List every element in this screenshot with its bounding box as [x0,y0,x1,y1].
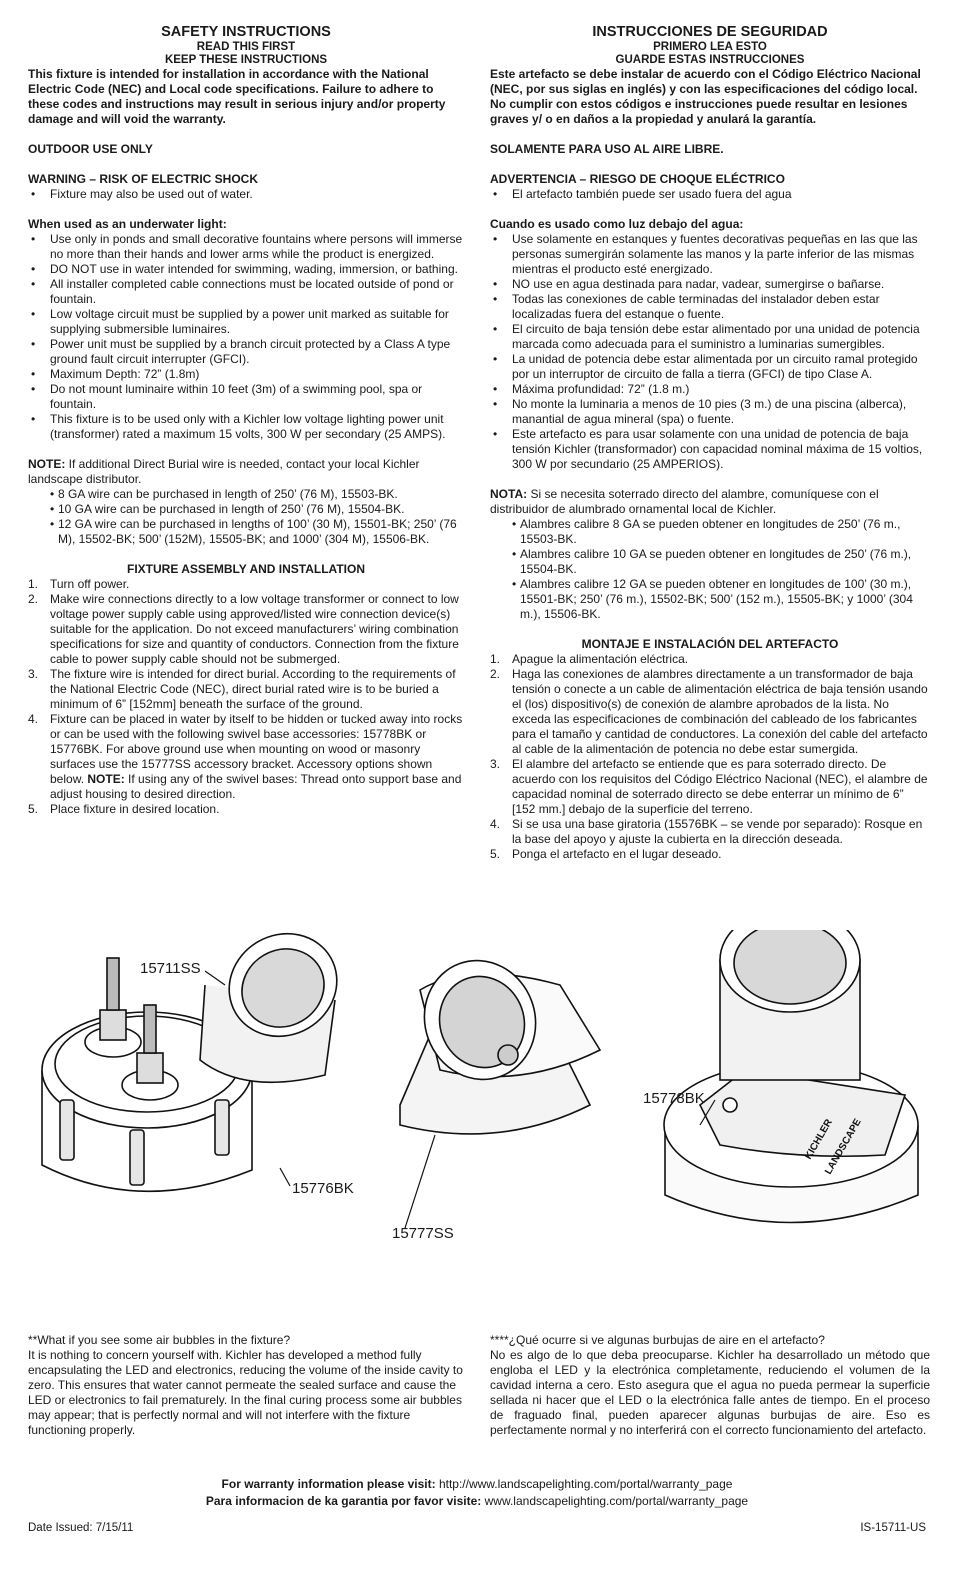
label-15776bk: 15776BK [292,1180,354,1197]
label-15778bk: 15778BK [643,1090,705,1107]
bracket-15777ss-drawing [399,959,602,1135]
intro-paragraph-es: Este artefacto se debe instalar de acuer… [490,67,921,126]
keep-instructions-es: GUARDE ESTAS INSTRUCCIONES [615,54,805,66]
list-item: 3.The fixture wire is intended for direc… [28,667,456,711]
list-item: •10 GA wire can be purchased in length o… [50,502,405,516]
warranty-label-es: Para informacion de ka garantia por favo… [205,1494,482,1508]
list-item: No monte la luminaria a menos de 10 pies… [490,397,930,427]
safety-title-es: INSTRUCCIONES DE SEGURIDAD [592,24,828,40]
list-item: Low voltage circuit must be supplied by … [28,307,464,337]
read-first: READ THIS FIRST [196,41,296,53]
warning-heading-es: ADVERTENCIA – RIESGO DE CHOQUE ELÉCTRICO [490,172,785,186]
list-item: Fixture may also be used out of water. [28,187,464,202]
warning-list-es: El artefacto también puede ser usado fue… [490,187,930,202]
list-item: Maximum Depth: 72” (1.8m) [28,367,464,382]
warning-heading: WARNING – RISK OF ELECTRIC SHOCK [28,172,259,186]
warranty-es: Para informacion de ka garantia por favo… [0,1494,954,1509]
list-item: •Alambres calibre 12 GA se pueden obtene… [512,577,913,621]
list-item: 1.Turn off power. [28,577,130,591]
list-item: Do not mount luminaire within 10 feet (3… [28,382,464,412]
document-code: IS-15711-US [860,1522,926,1534]
note-label-es: NOTA: [490,487,528,501]
assembly-steps-es: 1.Apague la alimentación eléctrica. 2.Ha… [490,652,930,862]
warranty-link-en[interactable]: http://www.landscapelighting.com/portal/… [435,1477,733,1491]
list-item: El circuito de baja tensión debe estar a… [490,322,930,352]
assembly-heading-es: MONTAJE E INSTALACIÓN DEL ARTEFACTO [581,637,839,651]
outdoor-notice: OUTDOOR USE ONLY [28,142,153,156]
warranty-link-es[interactable]: www.landscapelighting.com/portal/warrant… [481,1494,749,1508]
warranty-label-en: For warranty information please visit: [221,1477,436,1491]
read-first-es: PRIMERO LEA ESTO [653,41,767,53]
list-item: 1.Apague la alimentación eléctrica. [490,652,689,666]
assembly-heading: FIXTURE ASSEMBLY AND INSTALLATION [126,562,365,576]
underwater-list-es: Use solamente en estanques y fuentes dec… [490,232,930,472]
list-item: This fixture is to be used only with a K… [28,412,464,442]
safety-title: SAFETY INSTRUCTIONS [161,24,331,40]
list-item: DO NOT use in water intended for swimmin… [28,262,464,277]
note-text-es: Si se necesita soterrado directo del ala… [490,487,879,516]
english-column: SAFETY INSTRUCTIONS READ THIS FIRST KEEP… [28,24,464,817]
bubbles-answer-es: No es algo de lo que deba preocuparse. K… [490,1348,930,1437]
list-item: NO use en agua destinada para nadar, vad… [490,277,930,292]
list-item: •Alambres calibre 10 GA se pueden obtene… [512,547,912,576]
list-item: Power unit must be supplied by a branch … [28,337,464,367]
note-paragraph: NOTE: If additional Direct Burial wire i… [28,457,464,487]
note-label: NOTE: [28,457,66,471]
list-item: Todas las conexiones de cable terminadas… [490,292,930,322]
product-illustration: KICHLER LANDSCAPE 15711SS 15776BK 15777S… [0,907,954,1310]
list-item: 4.Fixture can be placed in water by itse… [28,712,463,801]
list-item: Use solamente en estanques y fuentes dec… [490,232,930,277]
note-paragraph-es: NOTA: Si se necesita soterrado directo d… [490,487,930,517]
note-text: If additional Direct Burial wire is need… [28,457,420,486]
list-item: Máxima profundidad: 72” (1.8 m.) [490,382,930,397]
list-item: Este artefacto es para usar solamente co… [490,427,930,472]
spanish-column: INSTRUCCIONES DE SEGURIDAD PRIMERO LEA E… [490,24,930,862]
list-item: All installer completed cable connection… [28,277,464,307]
wire-list: •8 GA wire can be purchased in length of… [28,487,464,547]
list-item: 2.Haga las conexiones de alambres direct… [490,667,928,756]
list-item: •12 GA wire can be purchased in lengths … [50,517,457,546]
list-item: •Alambres calibre 8 GA se pueden obtener… [512,517,901,546]
warranty-en: For warranty information please visit: h… [0,1477,954,1492]
warning-list: Fixture may also be used out of water. [28,187,464,202]
bubbles-faq-en: **What if you see some air bubbles in th… [28,1333,463,1437]
label-15711ss: 15711SS [140,960,201,977]
wire-list-es: •Alambres calibre 8 GA se pueden obtener… [490,517,930,622]
underwater-heading: When used as an underwater light: [28,217,227,231]
list-item: La unidad de potencia debe estar aliment… [490,352,930,382]
label-15777ss: 15777SS [392,1225,454,1242]
list-item: 5.Place fixture in desired location. [28,802,220,816]
list-item: •8 GA wire can be purchased in length of… [50,487,398,501]
assembly-steps: 1.Turn off power. 2.Make wire connection… [28,577,464,817]
bubbles-question-es: ****¿Qué ocurre si ve algunas burbujas d… [490,1333,825,1347]
date-issued: Date Issued: 7/15/11 [28,1522,134,1534]
base-15778bk-drawing [663,907,919,1224]
underwater-list: Use only in ponds and small decorative f… [28,232,464,442]
list-item: 3.El alambre del artefacto se entiende q… [490,757,928,816]
outdoor-notice-es: SOLAMENTE PARA USO AL AIRE LIBRE. [490,142,724,156]
bubbles-faq-es: ****¿Qué ocurre si ve algunas burbujas d… [490,1333,930,1438]
list-item: Use only in ponds and small decorative f… [28,232,464,262]
list-item: 4.Si se usa una base giratoria (15576BK … [490,817,923,846]
fixtures-drawing: KICHLER LANDSCAPE [41,907,919,1229]
list-item: El artefacto también puede ser usado fue… [490,187,930,202]
list-item: 2.Make wire connections directly to a lo… [28,592,459,666]
fixture-15711ss-drawing [199,932,338,1084]
underwater-heading-es: Cuando es usado como luz debajo del agua… [490,217,744,231]
keep-instructions: KEEP THESE INSTRUCTIONS [164,54,328,66]
intro-paragraph: This fixture is intended for installatio… [28,67,446,126]
list-item: 5.Ponga el artefacto en el lugar deseado… [490,847,722,861]
